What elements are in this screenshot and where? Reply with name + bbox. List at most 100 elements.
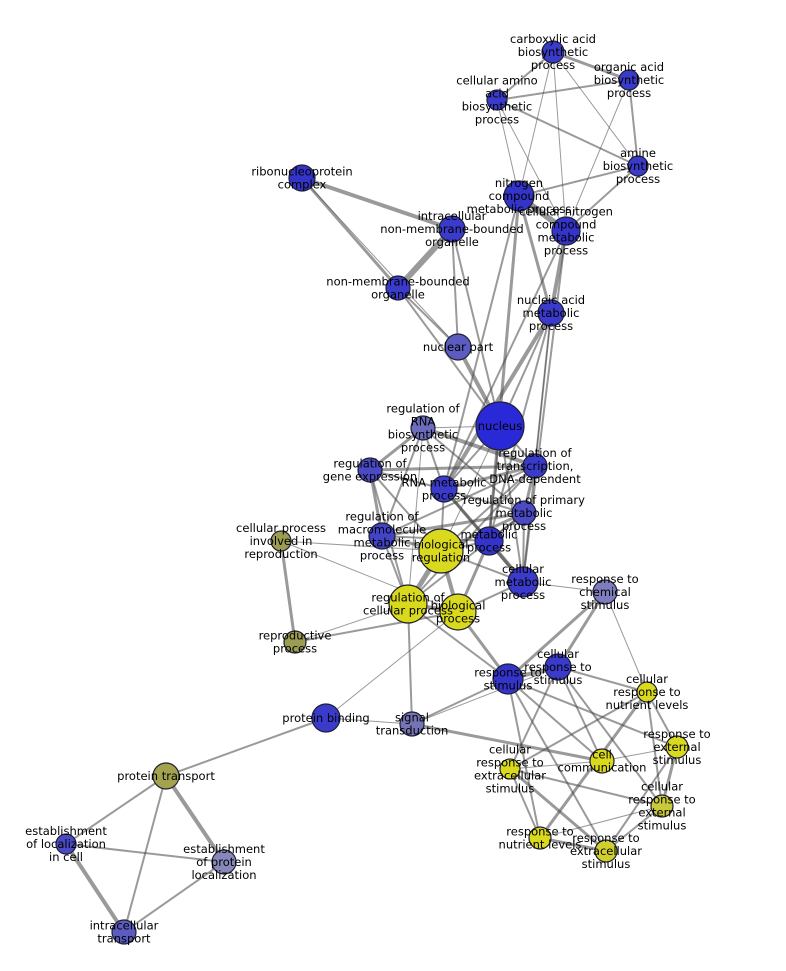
edge-regrna-regprimary <box>422 427 525 514</box>
edge-amine-cellnitrogen <box>565 165 639 232</box>
node-nuclearpart[interactable]: nuclear part <box>444 333 472 361</box>
node-reggene[interactable]: regulation of gene expression <box>357 457 383 483</box>
node-rnametab[interactable]: RNA metabolic process <box>430 475 458 503</box>
edge-organic-cellnitrogen <box>565 79 630 232</box>
edge-cellrespextra-cellrespext <box>509 768 663 807</box>
node-nucleicacid[interactable]: nucleic acid metabolic process <box>537 299 565 327</box>
node-bioproc[interactable]: biological process <box>439 593 477 631</box>
edge-regcell-sigtrans <box>407 603 413 725</box>
edge-cellrespstim-cellrespext <box>557 666 663 807</box>
node-intratrans[interactable]: intracellular transport <box>111 919 137 945</box>
edge-intracellnmb-nuclearpart <box>451 228 459 348</box>
edge-respnut-cellrespext <box>539 805 663 839</box>
node-regrna[interactable]: regulation of RNA biosynthetic process <box>410 415 436 441</box>
edge-regtrans-rnametab <box>442 464 537 491</box>
edge-nucleus-cellmetab <box>499 425 524 583</box>
edge-organic-amine <box>628 79 639 167</box>
edge-cellrespext-respextra <box>605 805 663 852</box>
edge-cellrespstim-cellrespnut <box>557 666 648 693</box>
node-cellrespext[interactable]: cellular response to external stimulus <box>650 794 674 818</box>
edge-nucleicacid-regtrans <box>534 312 552 467</box>
node-chemstim[interactable]: response to chemical stimulus <box>592 579 618 605</box>
node-cpir[interactable]: cellular process involved in reproductio… <box>270 530 292 552</box>
edge-rnp-nmbo <box>300 176 400 290</box>
edge-estloc-estprotloc <box>65 843 225 863</box>
node-organic[interactable]: organic acid biosynthetic process <box>618 69 640 91</box>
edge-estprotloc-intratrans <box>123 861 225 933</box>
node-cellrespextra[interactable]: cellular response to extracellular stimu… <box>499 758 521 780</box>
edge-carboxylic-nitrogen <box>518 51 554 197</box>
edge-cellrespextra-respnut <box>509 768 541 839</box>
edge-regtrans-reggene <box>368 464 537 472</box>
edge-rnametab-regprimary <box>443 488 525 514</box>
node-amine[interactable]: amine biosynthetic process <box>627 155 649 177</box>
node-carboxylic[interactable]: carboxylic acid biosynthetic process <box>541 40 565 64</box>
edge-regprimary-regcell <box>407 512 525 605</box>
edge-cellrespextra-respextra <box>508 767 608 853</box>
edge-cellnitrogen-rnametab <box>443 230 567 490</box>
edge-bioreg-cpir <box>280 540 442 552</box>
edge-prottrans-estprotloc <box>164 774 226 864</box>
edge-regtrans-regmacro <box>381 465 536 537</box>
edge-protbind-prottrans <box>165 717 327 777</box>
edge-bioproc-cpir <box>280 540 459 613</box>
edge-estloc-intratrans <box>64 842 126 934</box>
edge-bioproc-reproc <box>294 611 459 643</box>
node-regcell[interactable]: regulation of cellular process <box>388 584 428 624</box>
node-regtrans[interactable]: regulation of transcription, DNA-depende… <box>522 453 548 479</box>
edge-respstim-cellcomm <box>507 678 603 762</box>
edge-regcell-respstim <box>407 603 509 680</box>
edge-cpir-reproc <box>279 539 297 644</box>
node-cellnitrogen[interactable]: cellular nitrogen compound metabolic pro… <box>551 216 581 246</box>
edge-cellrespnut-cellrespextra <box>509 691 648 770</box>
edge-rnp-intracellnmb <box>300 176 454 231</box>
node-cellrespnut[interactable]: cellular response to nutrient levels <box>636 681 658 703</box>
node-respextra[interactable]: response to extracellular stimulus <box>594 839 618 863</box>
node-reproc[interactable]: reproductive process <box>283 630 307 654</box>
node-respnut[interactable]: response to nutrient levels <box>528 826 552 850</box>
edge-respext-cellcomm <box>601 746 678 762</box>
edge-cellrespstim-cellrespextra <box>509 666 559 770</box>
node-metabproc[interactable]: metabolic process <box>474 526 504 556</box>
edge-regcell-reproc <box>294 603 409 643</box>
node-amino[interactable]: cellular amino acid biosynthetic process <box>486 89 508 111</box>
node-cellrespstim[interactable]: cellular response to stimulus <box>544 653 572 681</box>
node-nucleus[interactable]: nucleus <box>475 401 525 451</box>
node-regmacro[interactable]: regulation of macromolecule metabolic pr… <box>368 522 396 550</box>
edge-amino-cellnitrogen <box>496 99 567 232</box>
node-estloc[interactable]: establishment of localization in cell <box>55 833 77 855</box>
edge-amino-amine <box>496 99 639 167</box>
node-regprimary[interactable]: regulation of primary metabolic process <box>511 500 537 526</box>
edge-respstim-sigtrans <box>411 678 509 725</box>
node-prottrans[interactable]: protein transport <box>152 762 180 790</box>
node-intracellnmb[interactable]: intracellular non-membrane-bounded organ… <box>438 215 466 243</box>
node-estprotloc[interactable]: establishment of protein localization <box>211 849 237 875</box>
edge-cellcomm-sigtrans <box>410 722 604 763</box>
edge-cellrespstim-sigtrans <box>411 666 559 725</box>
edge-bioproc-protbind <box>325 611 459 719</box>
edge-nitrogen-nucleicacid <box>517 194 553 315</box>
edge-regrna-regmacro <box>381 427 424 537</box>
edge-rnp-nuclearpart <box>301 177 459 348</box>
edge-carboxylic-cellnitrogen <box>552 51 567 232</box>
node-nitrogen[interactable]: nitrogen compound metabolic process <box>503 180 535 212</box>
edge-prottrans-estloc <box>65 775 167 845</box>
node-layer: carboxylic acid biosynthetic process orga… <box>55 40 689 945</box>
node-protbind[interactable]: protein binding <box>311 703 341 733</box>
node-nmbo[interactable]: non-membrane-bounded organelle <box>385 275 411 301</box>
edge-regrna-regtrans <box>421 426 537 468</box>
node-sigtrans[interactable]: signal transduction <box>399 711 425 737</box>
edge-amine-nitrogen <box>518 165 639 197</box>
node-bioreg[interactable]: biological regulation <box>418 528 464 574</box>
node-cellcomm[interactable]: cell communication <box>589 748 615 774</box>
node-rnp[interactable]: ribonucleoprotein complex <box>288 164 316 192</box>
edge-regprimary-regmacro <box>380 511 526 538</box>
edge-cellrespnut-cellrespext <box>646 691 663 807</box>
node-respstim[interactable]: response to stimulus <box>492 663 524 695</box>
node-cellmetab[interactable]: cellular metabolic process <box>507 566 539 598</box>
edge-amino-nitrogen <box>496 99 520 197</box>
node-respext[interactable]: response to external stimulus <box>665 735 689 759</box>
